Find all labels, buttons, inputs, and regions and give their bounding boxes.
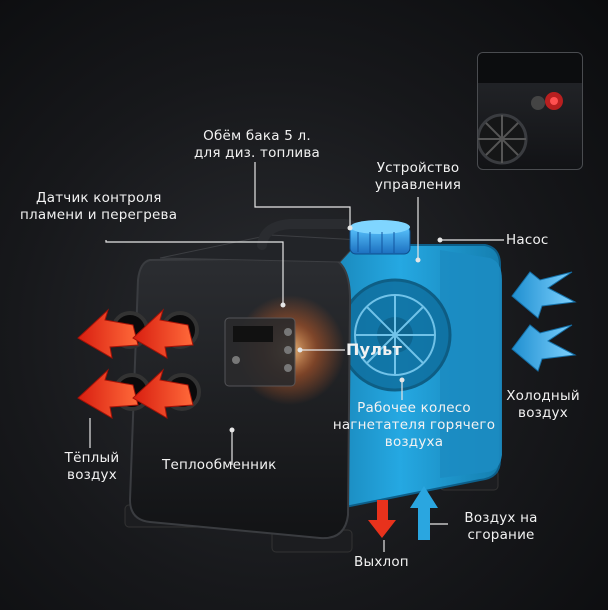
fuel-tank-cap — [349, 220, 411, 255]
blue-arrow-left-icon — [511, 271, 577, 372]
label-remote: Пульт — [346, 340, 402, 359]
label-warm-air: Тёплый воздух — [64, 450, 120, 483]
red-arrow-down-icon — [368, 500, 396, 538]
label-exhaust: Выхлоп — [354, 554, 409, 570]
label-tank: Обём бака 5 л. для диз. топлива — [193, 128, 321, 161]
label-control-unit: Устройство управления — [374, 160, 462, 193]
label-flame-sensor: Датчик контроля пламени и перегрева — [20, 190, 178, 223]
label-cold-air: Холодный воздух — [506, 388, 580, 421]
label-fan: Рабочее колесо нагнетателя горячего возд… — [332, 400, 496, 450]
inset-control-closeup — [477, 52, 583, 170]
label-pump: Насос — [506, 232, 549, 248]
remote-panel — [224, 317, 296, 387]
leader-lines — [89, 162, 504, 552]
label-combustion-air: Воздух на сгорание — [464, 510, 538, 543]
label-heat-exchanger: Теплообменник — [162, 457, 277, 473]
blue-arrow-up-icon — [410, 486, 438, 540]
red-arrow-left-icon — [77, 308, 194, 419]
fan-wheel — [338, 278, 452, 392]
